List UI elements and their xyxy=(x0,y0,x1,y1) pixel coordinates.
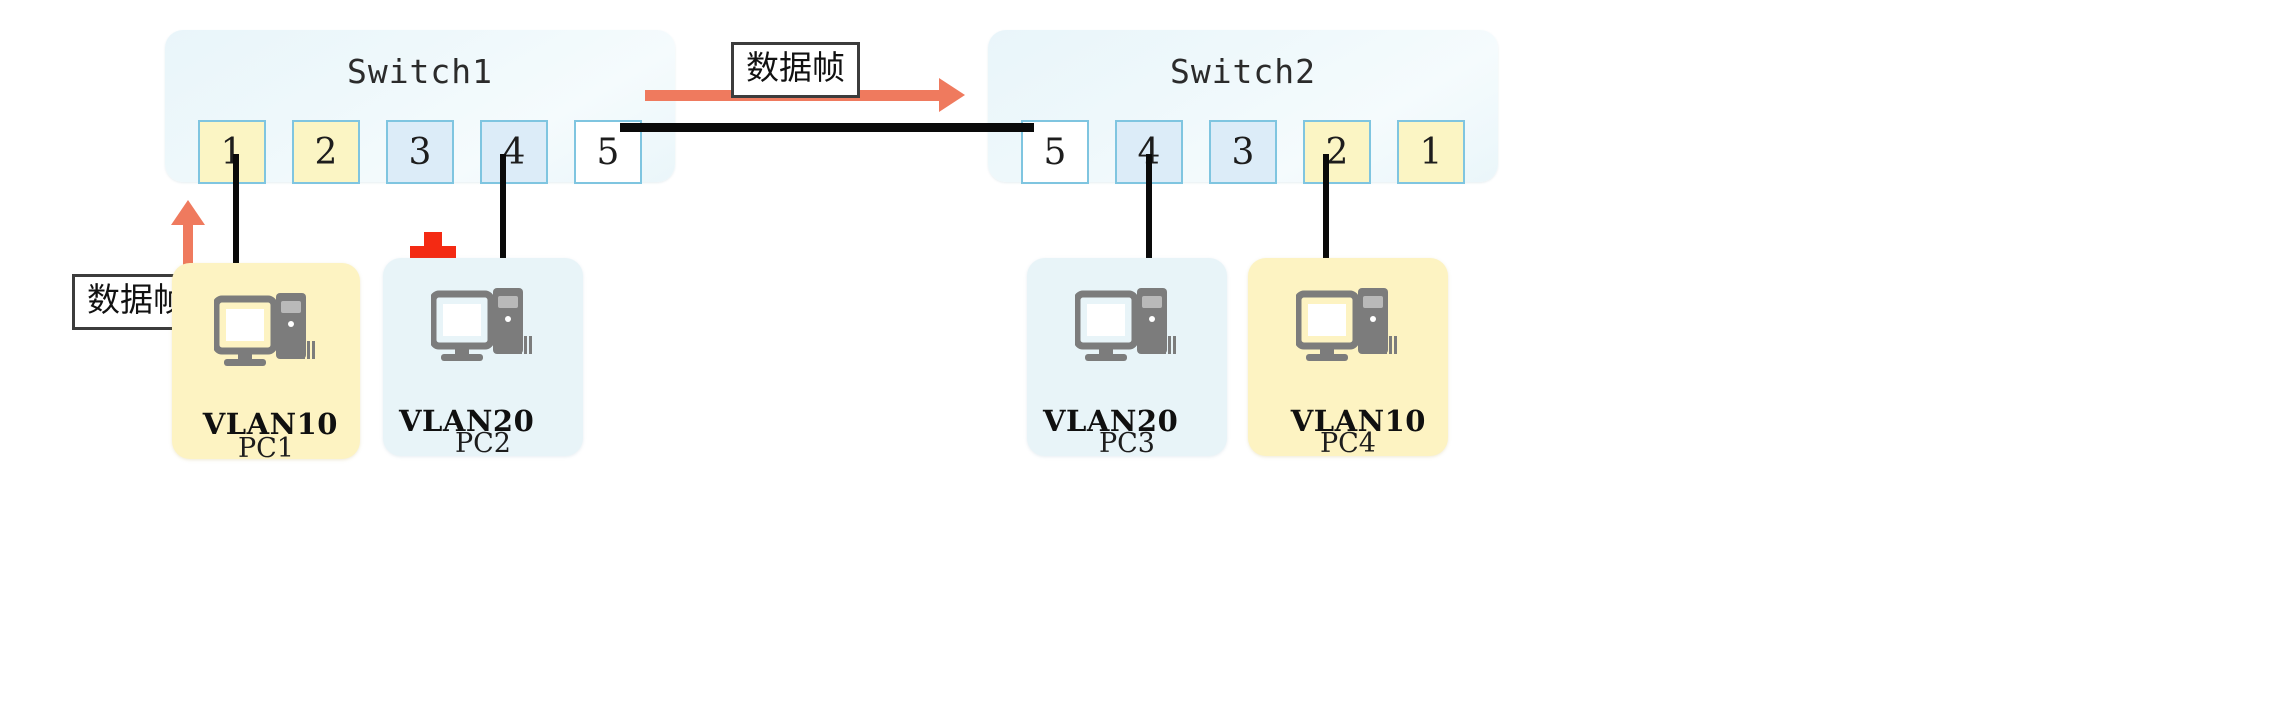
switch1-title: Switch1 xyxy=(346,52,494,91)
pc-desktop-icon xyxy=(212,291,318,382)
pc3-vlan-label: VLAN20 xyxy=(1043,404,1179,438)
pc-desktop-icon xyxy=(429,286,535,377)
frame-label-trunk: 数据帧 xyxy=(731,42,860,98)
arrow-head-up xyxy=(171,200,205,225)
switch1-chassis[interactable]: Switch1 1 2 3 4 5 xyxy=(165,30,675,184)
pc4-name-label: PC4 xyxy=(1319,428,1376,459)
cable-switch2-port2-to-pc4 xyxy=(1323,154,1329,294)
pc-desktop-icon xyxy=(1294,286,1400,377)
switch2-port-3[interactable]: 3 xyxy=(1209,120,1277,184)
switch1-port-4[interactable]: 4 xyxy=(480,120,548,184)
switch2-title: Switch2 xyxy=(1169,52,1317,91)
switch1-port-2[interactable]: 2 xyxy=(292,120,360,184)
switch1-port-row: 1 2 3 4 5 xyxy=(165,120,675,184)
pc1-vlan-label: VLAN10 xyxy=(202,407,338,441)
arrow-head-right xyxy=(939,78,965,112)
switch2-port-row: 5 4 3 2 1 xyxy=(988,120,1498,184)
pc1-name-label: PC1 xyxy=(237,433,294,464)
pc4-vlan-label: VLAN10 xyxy=(1290,404,1426,438)
cable-switch1-port4-to-pc2 xyxy=(500,154,506,294)
switch2-port-1[interactable]: 1 xyxy=(1397,120,1465,184)
switch1-port-3[interactable]: 3 xyxy=(386,120,454,184)
pc-desktop-icon xyxy=(1073,286,1179,377)
host-group-pc2[interactable]: PC2 VLAN20 xyxy=(383,258,583,459)
host-group-pc3[interactable]: PC3 VLAN20 xyxy=(1027,258,1227,459)
pc3-name-label: PC3 xyxy=(1098,428,1155,459)
host-group-pc4[interactable]: PC4 VLAN10 xyxy=(1248,258,1448,459)
switch2-chassis[interactable]: Switch2 5 4 3 2 1 xyxy=(988,30,1498,184)
cable-switch1-port1-to-pc1 xyxy=(233,154,239,294)
pc2-vlan-label: VLAN20 xyxy=(399,404,535,438)
pc2-name-label: PC2 xyxy=(454,428,511,459)
cable-switch2-port4-to-pc3 xyxy=(1146,154,1152,294)
switch2-port-2[interactable]: 2 xyxy=(1303,120,1371,184)
switch1-port-1[interactable]: 1 xyxy=(198,120,266,184)
trunk-link-cable xyxy=(620,123,1034,132)
host-group-pc1[interactable]: PC1 VLAN10 xyxy=(172,263,360,464)
